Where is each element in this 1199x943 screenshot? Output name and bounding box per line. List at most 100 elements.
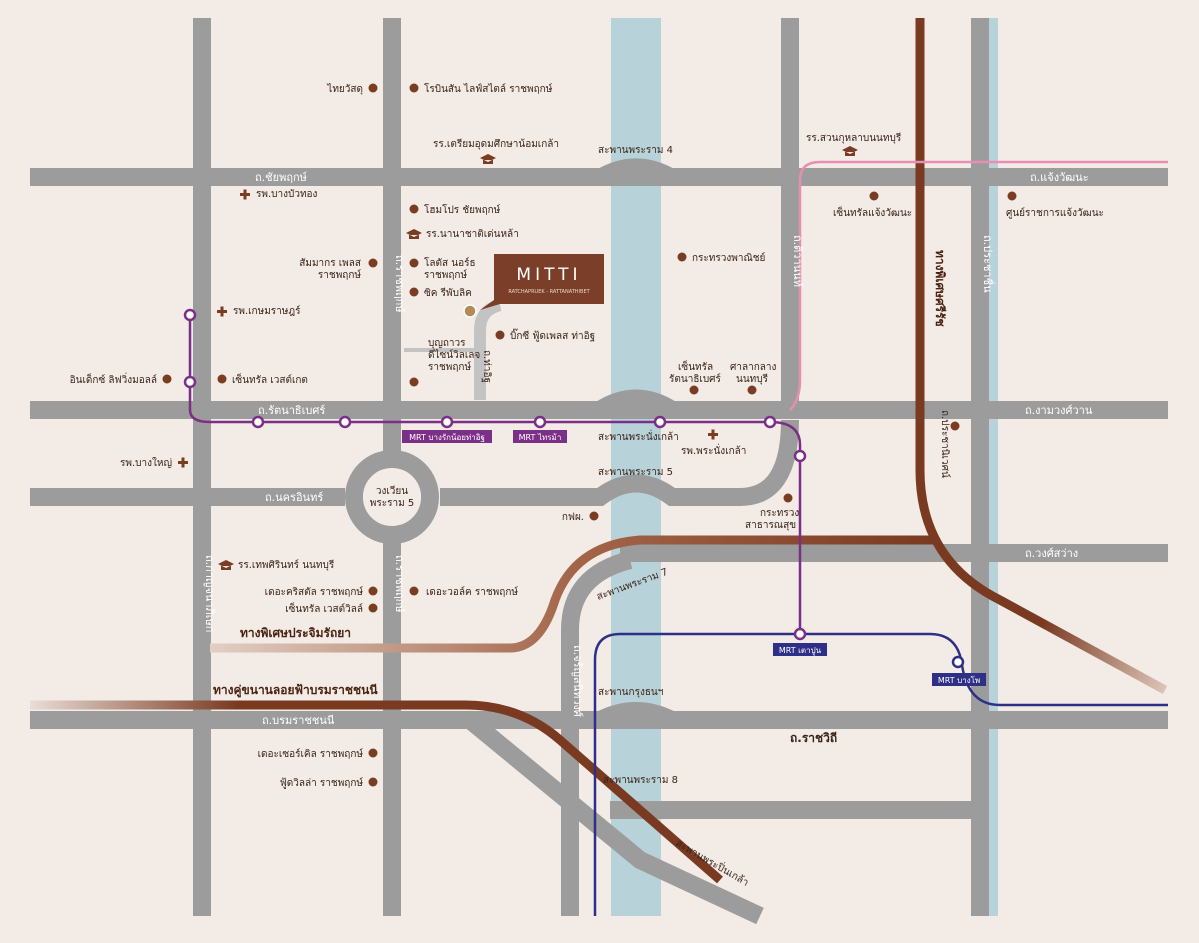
- poi-label-robinson: โรบินสัน ไลฟ์สไตล์ ราชพฤกษ์: [424, 82, 553, 95]
- project-brand-box: [480, 254, 604, 310]
- poi-label-central-ratta-1: เซ็นทรัล: [678, 359, 713, 373]
- bridge-label-krungthon: สะพานกรุงธนฯ: [598, 687, 663, 698]
- road-label-borommaratchachonnani: ถ.บรมราชชนนี: [262, 714, 335, 727]
- project-logo: MITTI: [516, 265, 581, 285]
- poi-label-crystal: เดอะคริสตัล ราชพฤกษ์: [265, 586, 364, 598]
- road-label-nakhon-in: ถ.นครอินทร์: [265, 491, 323, 504]
- road-pinklao: [464, 713, 764, 925]
- pink-line-route: [789, 160, 1168, 411]
- poi-label-bunnakarn-1: บุญถาวร: [428, 338, 466, 349]
- poi-label-triam-udom: รร.เตรียมอุดมศึกษาน้อมเกล้า: [433, 138, 559, 150]
- project-tagline: RATCHAPRUEK - RATTANATHIBET: [508, 289, 590, 295]
- road-label-ratchaphruek-north: ถ.ราชพฤกษ์: [393, 255, 406, 313]
- poi-label-kasemrad: รพ.เกษมราษฎร์: [233, 305, 301, 317]
- school-icon-international: [406, 229, 422, 239]
- poi-label-big-c-food: บิ๊กซี ฟู้ดเพลส ท่าอิฐ: [510, 328, 595, 342]
- bang-pho-station: [951, 655, 965, 669]
- poi-dots: [162, 83, 1017, 787]
- project-marker[interactable]: MITTI RATCHAPRUEK - RATTANATHIBET: [463, 254, 604, 318]
- road-nakhon-in: [30, 419, 799, 506]
- mrt-label-bang-rak-noi: MRT บางรักน้อยท่าอิฐ: [409, 433, 485, 442]
- poi-label-bang-yai: รพ.บางใหญ่: [120, 457, 172, 469]
- poi-label-bunnakarn-3: ราชพฤกษ์: [428, 361, 471, 373]
- poi-label-lotus-1: โลตัส นอร์ธ: [424, 256, 476, 269]
- hospital-icon-bua-thong: [240, 189, 250, 200]
- purple-stations: [183, 308, 807, 641]
- roundabout-label-line2: พระราม 5: [370, 498, 414, 509]
- poi-label-the-circle: เดอะเซอร์เคิล ราชพฤกษ์: [258, 748, 364, 760]
- poi-label-phra-nang-klao: รพ.พระนั่งเกล้า: [681, 443, 746, 457]
- mrt-badge-bang-pho: MRT บางโพ: [932, 673, 986, 686]
- hospital-icon-bang-yai: [178, 457, 188, 468]
- school-icon-triam-udom: [480, 154, 496, 164]
- school-icon-suankularb: [842, 146, 858, 156]
- mrt-badge-tao-poon: MRT เตาปูน: [773, 643, 827, 656]
- mrt-label-sai-ma: MRT ไทรม้า: [519, 433, 562, 442]
- blue-line-route: [593, 632, 1168, 916]
- poi-label-big-c: ซิค รีพับลิค: [424, 287, 472, 299]
- poi-label-lotus-2: ราชพฤกษ์: [424, 269, 467, 281]
- bridge-label-rama8: สะพานพระราม 8: [603, 775, 678, 786]
- poi-label-central-chaeng: เซ็นทรัลแจ้งวัฒนะ: [833, 205, 912, 219]
- road-label-chaengwattana: ถ.แจ้งวัฒนะ: [1030, 171, 1089, 184]
- poi-label-sammakorn-2: ราชพฤกษ์: [318, 269, 361, 281]
- poi-label-central-ratta-2: รัตนาธิเบศร์: [669, 373, 722, 385]
- road-label-tha-it: ถ.ท่าอิฐ: [481, 350, 492, 383]
- purple-line-route: [188, 315, 802, 634]
- roads: [30, 18, 1168, 925]
- poi-label-flora-ville: ฟู้ดวิลล่า ราชพฤกษ์: [280, 777, 364, 789]
- poi-label-city-hall-1: ศาลากลาง: [730, 362, 777, 373]
- poi-label-thepsirin: รร.เทพศิรินทร์ นนทบุรี: [238, 559, 335, 571]
- poi-label-suankularb: รร.สวนกุหลาบนนทบุรี: [806, 132, 902, 144]
- road-label-ratchaphruek-south: ถ.ราชพฤกษ์: [393, 555, 406, 613]
- bridge-label-nonthaburi: สะพานพระนั่งเกล้า: [598, 429, 679, 443]
- bridge-label-rama4: สะพานพระราม 4: [598, 145, 673, 156]
- hospital-icon-kasemrad: [217, 306, 227, 317]
- mrt-badge-sai-ma: MRT ไทรม้า: [513, 430, 567, 443]
- expressway-label-prachiratthaya: ทางพิเศษประจิมรัถยา: [240, 626, 351, 640]
- expressway-sirat: [915, 18, 1168, 694]
- road-label-rattanathibet: ถ.รัตนาธิเบศร์: [258, 404, 325, 417]
- canal: [988, 18, 998, 916]
- school-icons: [218, 146, 858, 570]
- road-tha-it: [474, 299, 502, 400]
- poi-label-thai-watsadu: ไทยวัสดุ: [326, 83, 363, 95]
- poi-label-health-ministry-1: กระทรวง: [760, 508, 799, 519]
- road-label-ngamwongwan: ถ.งามวงศ์วาน: [1025, 404, 1093, 417]
- poi-label-international: รร.นานาชาติเด่นหล้า: [426, 228, 519, 240]
- hospital-icon-phra-nang-klao: [708, 429, 718, 440]
- road-label-kanchanaphisek: ถ.กาญจนาภิเษก: [203, 555, 216, 632]
- road-label-wongsawang: ถ.วงศ์สว่าง: [1025, 547, 1078, 560]
- roundabout-rama5: [345, 450, 439, 544]
- poi-label-bua-thong: รพ.บางบัวทอง: [256, 189, 318, 200]
- bridge-arcs: [593, 158, 679, 728]
- poi-label-egat: กฟผ.: [562, 512, 584, 523]
- poi-label-commerce-ministry: กระทรวงพาณิชย์: [692, 252, 765, 264]
- roundabout-center: [363, 468, 421, 526]
- mrt-badge-bang-rak-noi: MRT บางรักน้อยท่าอิฐ: [402, 430, 492, 443]
- road-label-charansanitwong: ถ.จรัญสนิทวงศ์: [571, 645, 584, 717]
- poi-label-index: อินเด็กซ์ ลิฟวิ่งมอลล์: [70, 372, 157, 386]
- poi-label-bunnakarn-2: ดีไซน์วิลเลจ: [428, 349, 480, 361]
- poi-label-health-ministry-2: สาธารณสุข: [745, 520, 796, 531]
- poi-label-central-westville: เซ็นทรัล เวสต์วิลล์: [285, 601, 363, 615]
- school-icon-thepsirin: [218, 560, 234, 570]
- road-label-chaiyaphruek: ถ.ชัยพฤกษ์: [255, 171, 307, 184]
- poi-label-central-westgate: เซ็นทรัล เวสต์เกต: [232, 372, 308, 386]
- project-location-pin: [463, 304, 477, 318]
- poi-label-the-walk: เดอะวอล์ค ราชพฤกษ์: [426, 586, 518, 598]
- road-charansanitwong: [561, 551, 633, 916]
- mrt-label-tao-poon: MRT เตาปูน: [779, 646, 822, 656]
- road-label-tiwanon: ถ.ติวานนท์: [791, 235, 804, 287]
- poi-label-city-hall-2: นนทบุรี: [736, 373, 769, 385]
- hospital-icons: [178, 189, 718, 468]
- roundabout-label-line1: วงเวียน: [376, 485, 408, 497]
- expressway-prachiratthaya: [210, 535, 935, 653]
- road-label-prachachuen: ถ.ประชาชื่น: [981, 235, 996, 293]
- expressway-label-borommaratchachonnani: ทางคู่ขนานลอยฟ้าบรมราชชนนี: [213, 683, 378, 698]
- mrt-label-bang-pho: MRT บางโพ: [938, 675, 980, 685]
- road-label-ratchawithi: ถ.ราชวิถี: [790, 731, 837, 745]
- bridge-label-rama5: สะพานพระราม 5: [598, 467, 673, 478]
- road-label-prachaniwet: ถ.ประชานิเวศน์: [939, 410, 951, 478]
